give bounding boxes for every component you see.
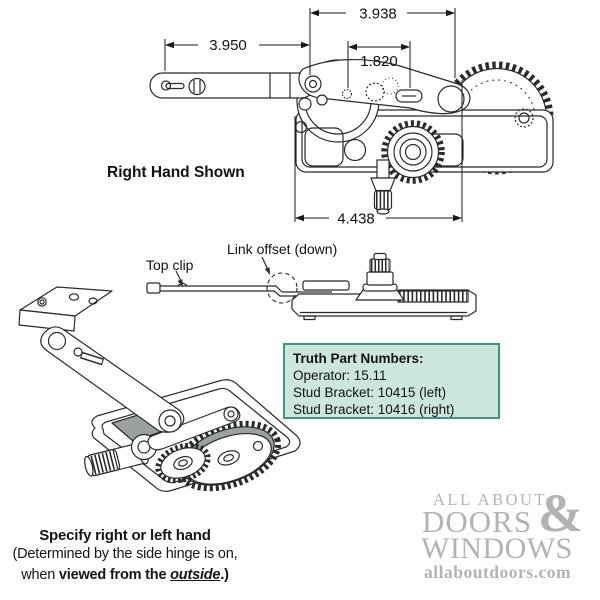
logo-windows: WINDOWS xyxy=(421,532,573,565)
dim-base-width-label: 4.438 xyxy=(337,211,375,228)
iso-main-arm-drawing xyxy=(40,326,185,433)
top-view-dimensions xyxy=(164,8,463,222)
hand-note-line2: (Determined by the side hinge is on, xyxy=(12,546,238,562)
part-box-title: Truth Part Numbers: xyxy=(293,351,424,366)
hand-note-title: Specify right or left hand xyxy=(39,527,211,544)
link-offset-label: Link offset (down) xyxy=(227,241,337,257)
link-offset-highlight-circle xyxy=(266,272,298,304)
link-offset-leader-line xyxy=(261,256,269,271)
hand-note-line3-viewed: viewed from the xyxy=(58,567,171,583)
worm-shaft-drawing xyxy=(370,159,396,215)
logo-doors: DOORS xyxy=(422,504,533,539)
iso-link-arm-drawing xyxy=(147,406,241,451)
dimension-arrowheads xyxy=(165,9,462,222)
drive-gear-drawing xyxy=(381,120,445,184)
part-numbers-box: Truth Part Numbers: Operator: 15.11 Stud… xyxy=(283,343,500,419)
iso-small-gear-drawing xyxy=(155,442,211,484)
part-operator: Operator: 15.11 xyxy=(293,368,387,383)
hand-note-line3: when viewed from the outside.) xyxy=(0,566,270,585)
watermark-logo: ALL ABOUT & DOORS WINDOWS allaboutdoors.… xyxy=(421,485,597,585)
operator-arm-drawing xyxy=(149,58,471,115)
hand-note-line3-close: .) xyxy=(220,567,229,583)
dim-arm-length-label: 3.950 xyxy=(209,37,247,54)
hand-note-line3-when: when xyxy=(21,567,59,583)
side-view-diagram xyxy=(146,252,477,321)
logo-url: allaboutdoors.com xyxy=(424,562,572,582)
hand-note-line3-outside: outside xyxy=(170,567,221,583)
right-hand-shown-label: Right Hand Shown xyxy=(107,164,245,181)
top-view-diagram xyxy=(149,58,554,215)
stud-drawing xyxy=(355,252,405,301)
hand-note: Specify right or left hand (Determined b… xyxy=(0,526,270,585)
link-end-cap-drawing xyxy=(146,282,161,294)
stud-bracket-drawing xyxy=(18,286,113,332)
top-clip-label: Top clip xyxy=(146,257,194,273)
dim-top-width-label: 3.938 xyxy=(359,6,397,23)
logo-all-about: ALL ABOUT xyxy=(433,490,548,509)
logo-ampersand: & xyxy=(538,483,583,543)
dim-inner-span-label: 1.820 xyxy=(360,53,398,70)
part-stud-bracket-left: Stud Bracket: 10415 (left) xyxy=(293,385,447,400)
part-stud-bracket-right: Stud Bracket: 10416 (right) xyxy=(293,402,455,417)
isometric-diagram xyxy=(18,286,301,492)
